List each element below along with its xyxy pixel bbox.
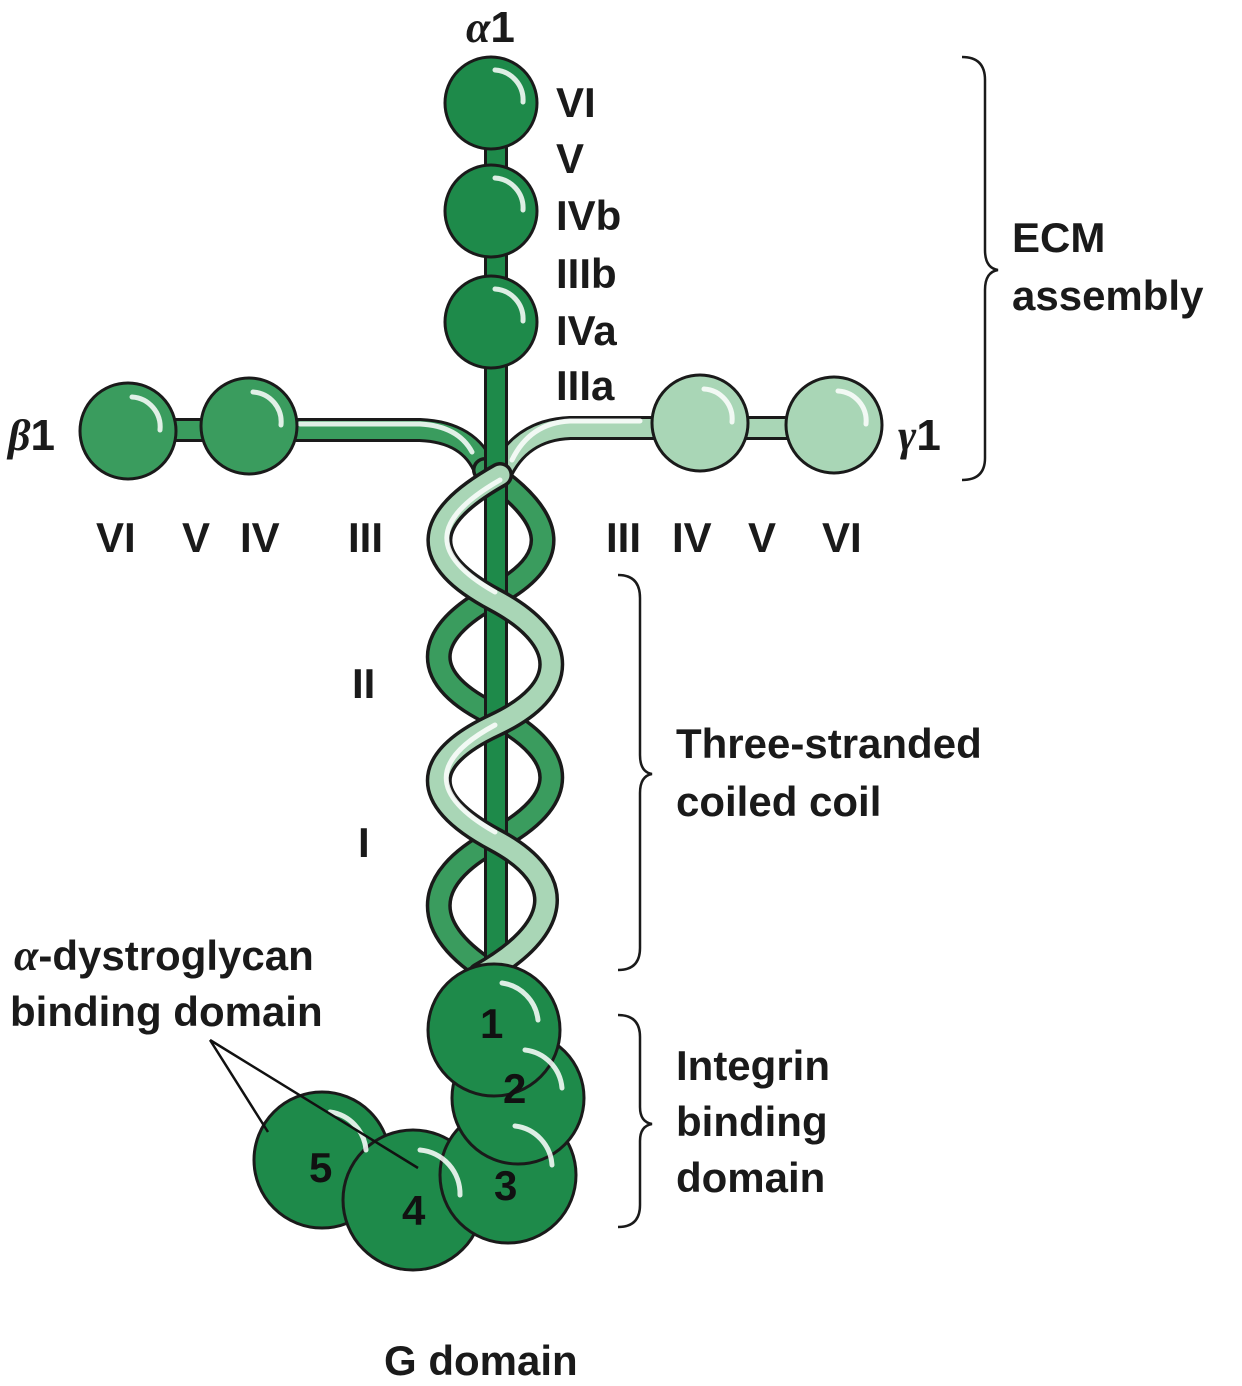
- alpha1-domain-labels: VI V IVb IIIb IVa IIIa: [556, 79, 621, 409]
- gamma1-domain-labels: III IV V VI: [606, 514, 862, 561]
- coiled-coil-label: Three-stranded coiled coil: [676, 720, 993, 825]
- g-module-label-1: 1: [480, 1000, 503, 1047]
- gamma-domain-iii: III: [606, 514, 641, 561]
- gamma-domain-iv: IV: [672, 514, 712, 561]
- beta1-domain-labels: VI V IV III: [96, 514, 383, 561]
- coil-domain-ii: II: [352, 660, 375, 707]
- integrin-binding-label: Integrin binding domain: [676, 1042, 842, 1201]
- coil-bracket: [617, 573, 653, 972]
- gamma1-arm: [488, 373, 884, 487]
- g-module-label-3: 3: [494, 1162, 517, 1209]
- dystroglycan-pointer-lines: [208, 1038, 419, 1170]
- beta-domain-v: V: [182, 514, 210, 561]
- alpha-domain-ivb: IVb: [556, 192, 621, 239]
- g-module-label-5: 5: [309, 1144, 332, 1191]
- gamma-domain-v: V: [748, 514, 776, 561]
- coil-gamma-strand: [426, 462, 564, 988]
- beta-domain-iii: III: [348, 514, 383, 561]
- g-domain: 1 2 3 4 5: [252, 962, 586, 1272]
- beta1-chain-label: β1: [6, 411, 55, 460]
- alpha-domain-vi: VI: [556, 79, 596, 126]
- gamma1-chain-label: γ1: [898, 411, 941, 460]
- beta-domain-iv: IV: [240, 514, 280, 561]
- alpha-domain-iiib: IIIb: [556, 250, 617, 297]
- ecm-bracket: [961, 55, 999, 482]
- alpha-domain-iva: IVa: [556, 307, 617, 354]
- alpha-domain-iiia: IIIa: [556, 362, 615, 409]
- g-module-label-4: 4: [402, 1187, 426, 1234]
- alpha1-chain-label: α1: [466, 3, 515, 52]
- coil-domain-i: I: [358, 819, 370, 866]
- beta-domain-vi: VI: [96, 514, 136, 561]
- integrin-bracket: [617, 1013, 653, 1229]
- alpha-domain-v: V: [556, 135, 584, 182]
- g-module-label-2: 2: [503, 1065, 526, 1112]
- gamma-domain-vi: VI: [822, 514, 862, 561]
- g-domain-label: G domain: [384, 1337, 578, 1384]
- ecm-assembly-label: ECM assembly: [1012, 214, 1204, 319]
- dystroglycan-binding-label: α-dystroglycan binding domain: [10, 931, 325, 1035]
- beta1-arm: [78, 376, 497, 482]
